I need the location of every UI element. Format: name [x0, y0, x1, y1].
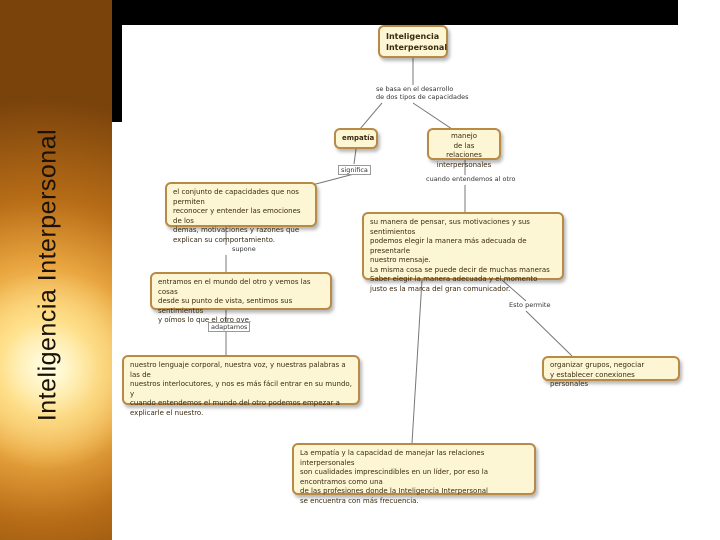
- node-nuestro-lenguaje: nuestro lenguaje corporal, nuestra voz, …: [122, 355, 360, 417]
- conjunto-line-2: reconocer y entender las emociones de lo…: [173, 207, 301, 225]
- empatia-label: empatía: [342, 134, 375, 142]
- link-label-supone: supone: [230, 245, 258, 253]
- organizar-line-1: organizar grupos, negociar: [550, 361, 645, 369]
- su-manera-line-6: justo es la marca del gran comunicador.: [370, 284, 511, 293]
- node-manejo: manejo de las relaciones interpersonales: [427, 128, 501, 169]
- entramos-line-3: y oímos lo que el otro oye.: [158, 316, 252, 324]
- conjunto-line-3: demas, motivaciones y razones que: [173, 226, 300, 234]
- slide-title: Inteligencia Interpersonal: [33, 128, 62, 422]
- link-label-cuando-entendemos: cuando entendemos al otro: [424, 175, 518, 183]
- conclusion-line-3: de las profesiones donde la Inteligencia…: [300, 487, 488, 495]
- su-manera-line-4: La misma cosa se puede decir de muchas m…: [370, 265, 550, 274]
- node-entramos: entramos en el mundo del otro y vemos la…: [150, 272, 332, 324]
- su-manera-line-5: Saber elegir la manera adecuada y el mom…: [370, 275, 538, 283]
- node-conjunto: el conjunto de capacidades que nos permi…: [165, 182, 317, 244]
- link-label-capacidades: se basa en el desarrollo de dos tipos de…: [374, 85, 471, 101]
- su-manera-line-2: podemos elegir la manera más adecuada de…: [370, 237, 527, 255]
- conclusion-line-4: se encuentra con más frecuencia.: [300, 496, 419, 505]
- root-line-1: Inteligencia: [386, 32, 440, 41]
- conjunto-line-1: el conjunto de capacidades que nos permi…: [173, 188, 299, 206]
- su-manera-line-1: su manera de pensar, sus motivaciones y …: [370, 218, 530, 236]
- root-node: Inteligencia Interpersonal: [378, 25, 448, 58]
- link-line-1: se basa en el desarrollo: [376, 85, 454, 93]
- node-su-manera: su manera de pensar, sus motivaciones y …: [362, 212, 564, 293]
- link-label-significa: significa: [338, 165, 371, 175]
- lenguaje-line-4: explicarle el nuestro.: [130, 408, 204, 417]
- entramos-line-1: entramos en el mundo del otro y vemos la…: [158, 278, 311, 296]
- light-bulb-glow: [0, 260, 112, 480]
- lenguaje-line-2: nuestros interlocutores, y nos es más fá…: [130, 380, 352, 398]
- conjunto-line-4: explican su comportamiento.: [173, 235, 275, 244]
- conclusion-line-2: son cualidades imprescindibles en un líd…: [300, 468, 489, 486]
- conclusion-line-1: La empatía y la capacidad de manejar las…: [300, 449, 485, 467]
- node-empatia: empatía: [334, 128, 378, 149]
- manejo-line-1: manejo: [450, 132, 478, 140]
- connector-lines: [225, 58, 573, 444]
- node-organizar: organizar grupos, negociar y establecer …: [542, 356, 680, 388]
- manejo-line-3: interpersonales: [436, 160, 492, 169]
- link-label-esto-permite: Esto permite: [507, 301, 553, 309]
- link-line-2: de dos tipos de capacidades: [376, 93, 469, 101]
- root-line-2: Interpersonal: [386, 43, 448, 52]
- concept-map: Inteligencia Interpersonal se basa en el…: [122, 25, 680, 535]
- decorative-side-panel: Inteligencia Interpersonal: [0, 0, 112, 540]
- entramos-line-2: desde su punto de vista, sentimos sus se…: [158, 297, 293, 315]
- lenguaje-line-1: nuestro lenguaje corporal, nuestra voz, …: [130, 361, 346, 379]
- manejo-line-2: de las relaciones: [446, 141, 482, 160]
- organizar-line-2: y establecer conexiones personales: [550, 370, 635, 389]
- lenguaje-line-3: cuando entendemos el mundo del otro pode…: [130, 399, 340, 407]
- node-conclusion: La empatía y la capacidad de manejar las…: [292, 443, 536, 505]
- su-manera-line-3: nuestro mensaje.: [370, 256, 431, 264]
- link-label-adaptamos: adaptamos: [208, 322, 251, 332]
